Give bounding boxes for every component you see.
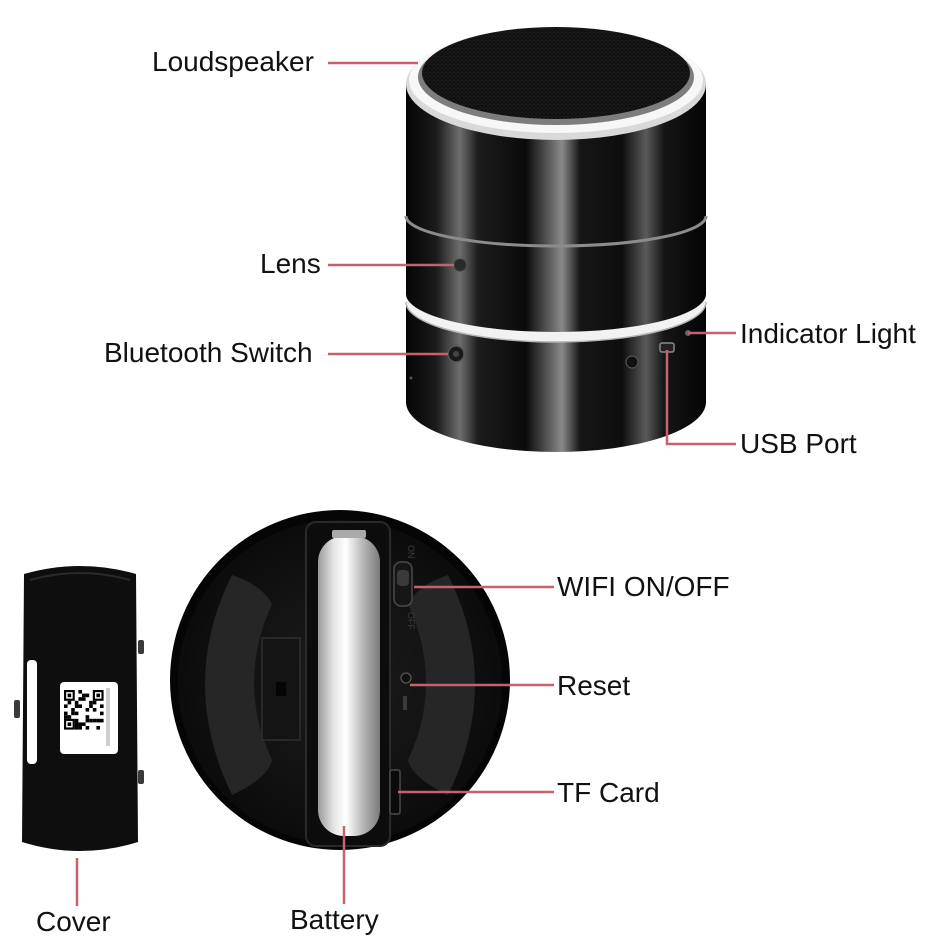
leader-lines [75, 61, 736, 906]
label-cover: Cover [36, 906, 111, 937]
switch-off-text: OFF [406, 612, 416, 630]
lens-dot [453, 258, 467, 272]
label-bluetooth-switch: Bluetooth Switch [104, 337, 313, 368]
label-lens: Lens [260, 248, 321, 279]
label-tf-card: TF Card [557, 777, 660, 808]
label-usb-port: USB Port [740, 428, 857, 459]
label-loudspeaker: Loudspeaker [152, 46, 314, 77]
speaker-grille [422, 27, 690, 119]
speaker-camera-device [404, 27, 708, 452]
label-battery: Battery [290, 904, 379, 935]
label-wifi-switch: WIFI ON/OFF [557, 571, 730, 602]
cover-device [14, 566, 144, 851]
reset-button [400, 672, 412, 684]
label-indicator-light: Indicator Light [740, 318, 916, 349]
base-device: ON OFF [170, 510, 510, 850]
label-reset: Reset [557, 670, 631, 701]
leader-line-usb [665, 350, 736, 446]
battery-cell [318, 536, 380, 836]
switch-on-text: ON [406, 545, 416, 559]
qr-code-icon [64, 690, 104, 730]
